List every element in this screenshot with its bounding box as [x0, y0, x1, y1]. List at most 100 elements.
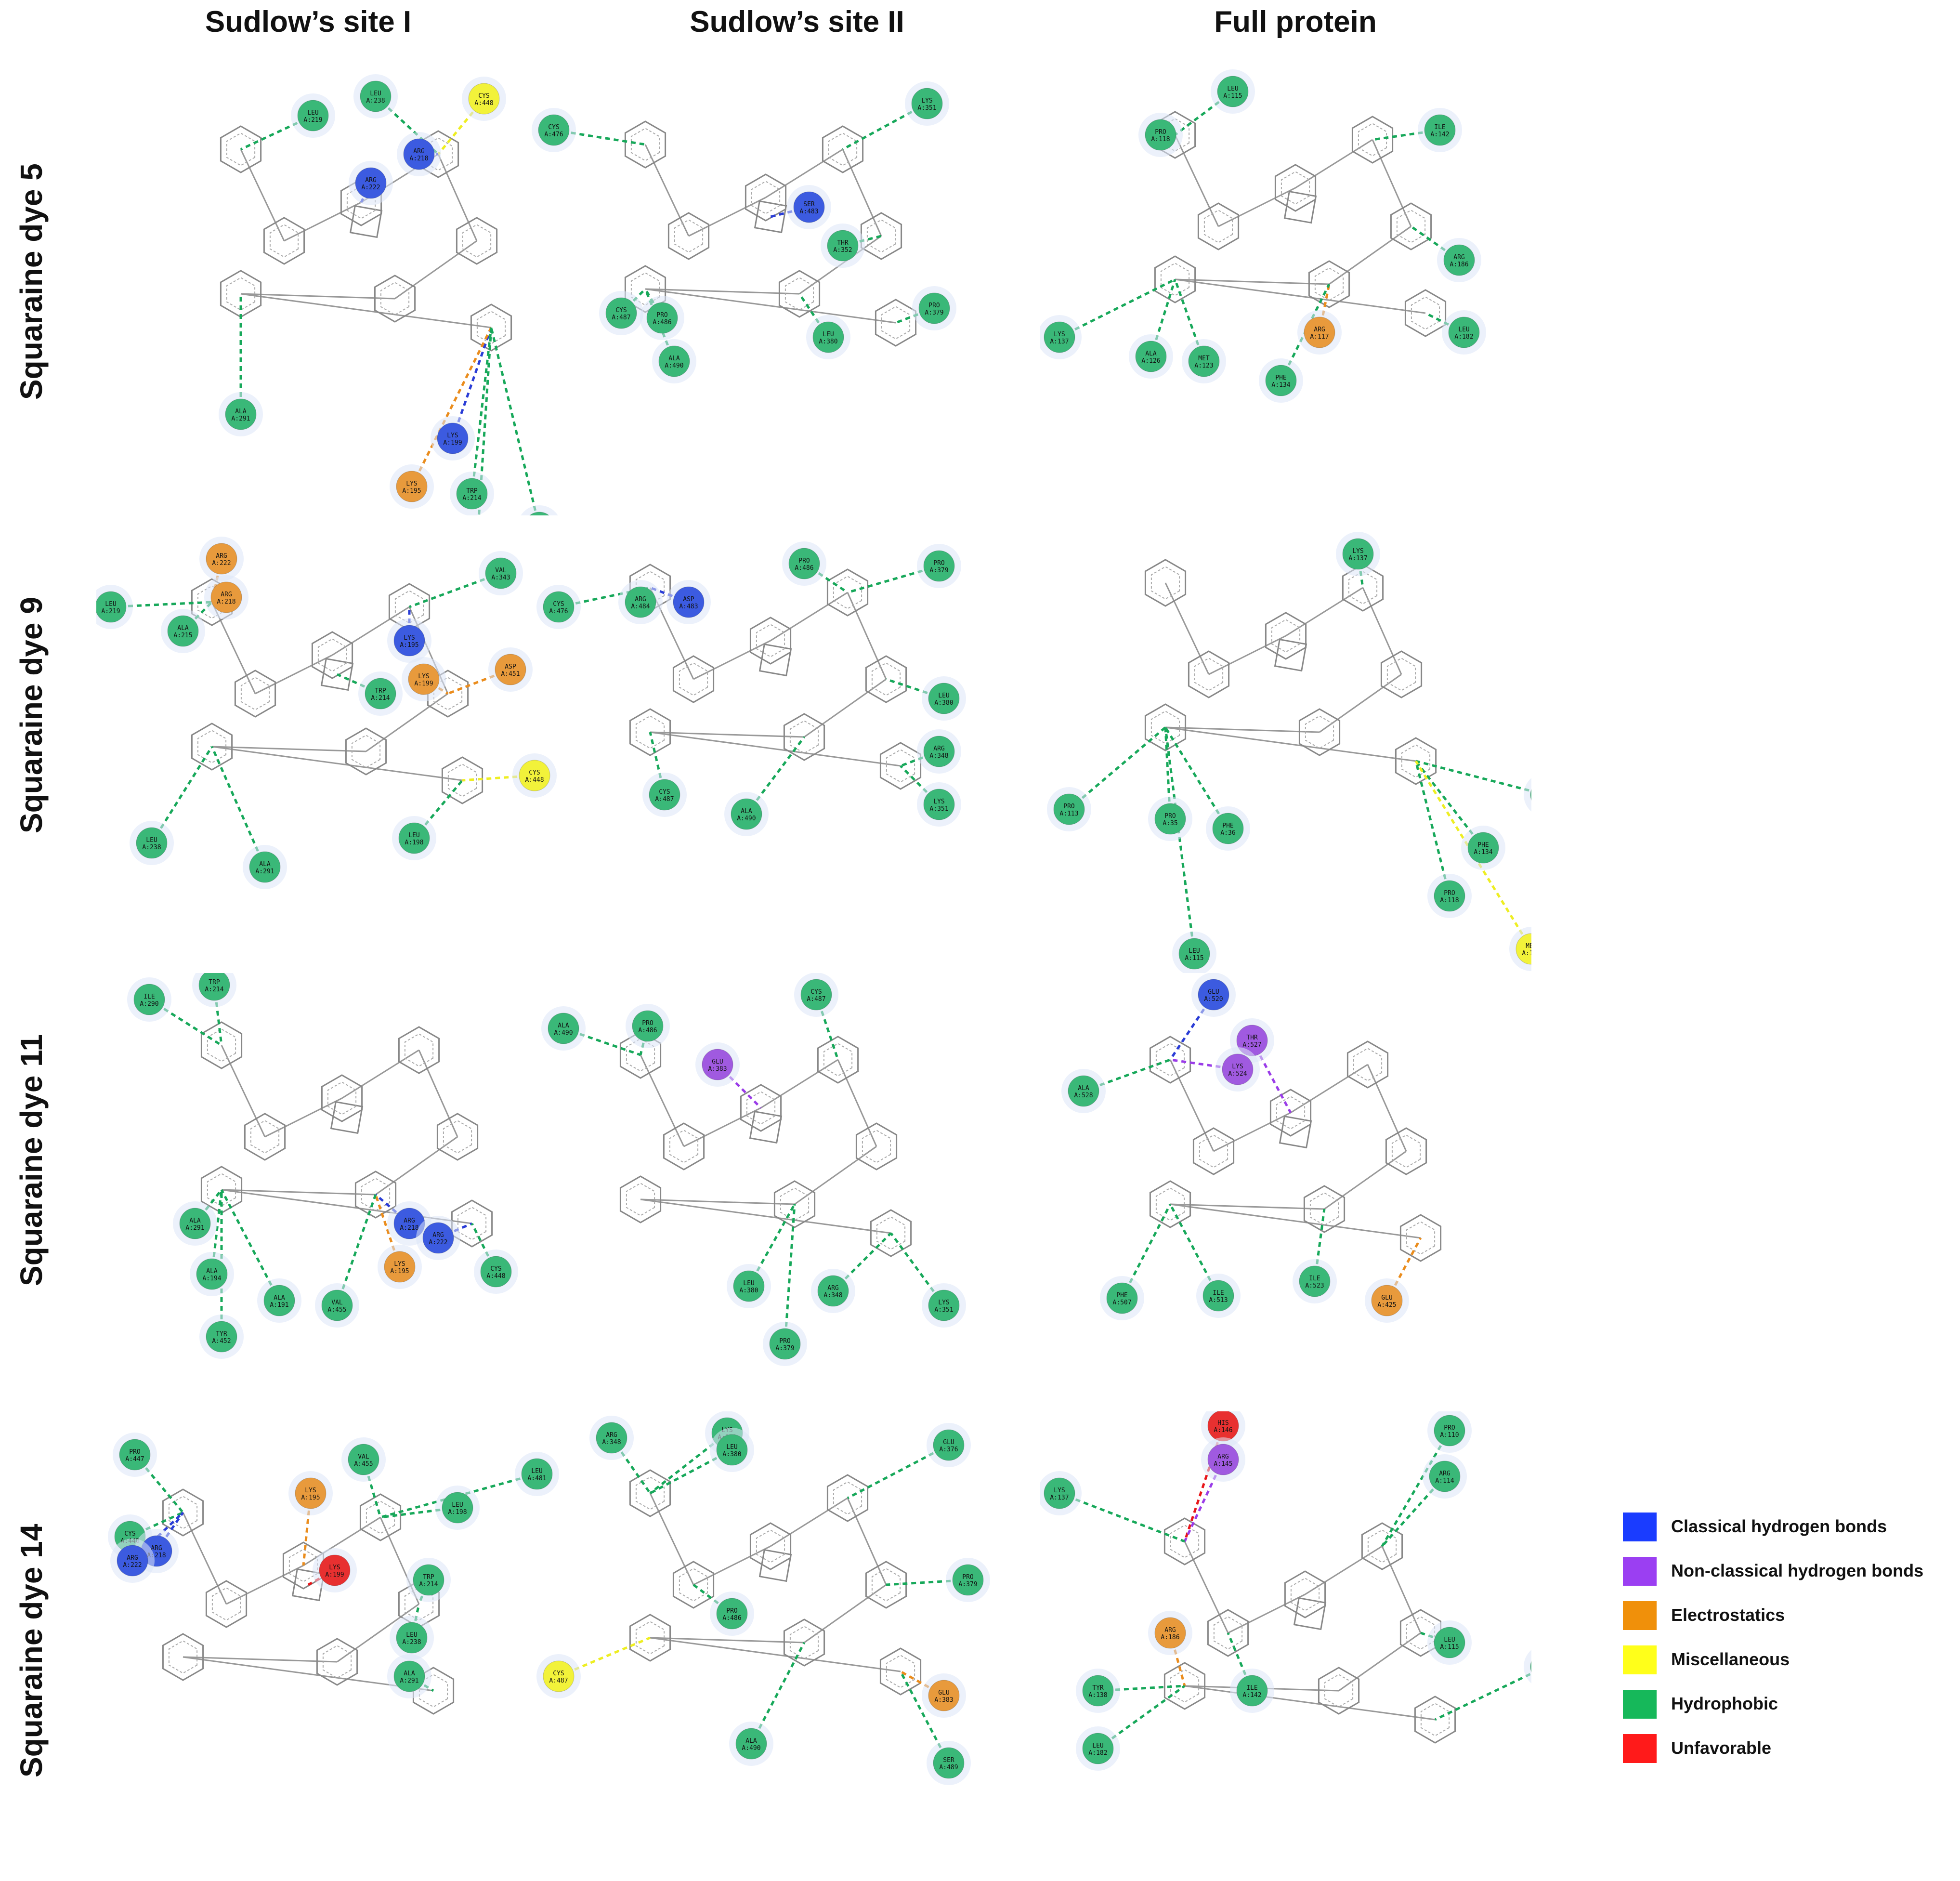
ligand-ring: [1197, 202, 1240, 250]
residue-disc: [543, 1660, 575, 1692]
residue-number: A:455: [354, 1460, 373, 1468]
residue-name: PRO: [798, 557, 810, 565]
residue-name: MET: [1526, 943, 1531, 950]
residue-disc: [360, 80, 392, 112]
interaction-line: [847, 565, 940, 594]
residue-disc: [735, 1728, 767, 1760]
residue-number: A:376: [939, 1446, 958, 1453]
interaction-line: [1164, 727, 1196, 954]
residue-disc: [605, 297, 637, 329]
residue-name: ARG: [1453, 254, 1465, 261]
residue-number: A:199: [325, 1571, 344, 1578]
ligand-ring: [263, 217, 305, 265]
residue-name: CYS: [478, 92, 489, 100]
interaction-panel-svg: LEUA:238LEUA:219CYSA:448ARGA:218ARGA:222…: [219, 74, 558, 515]
residue-number: A:138: [1088, 1692, 1107, 1699]
ligand-ring: [436, 1113, 479, 1161]
residue-number: A:199: [414, 680, 433, 687]
residue-number: A:490: [665, 362, 683, 369]
residue-number: A:291: [185, 1224, 204, 1232]
ligand-ring: [783, 713, 825, 761]
residue-name: LYS: [447, 432, 458, 439]
residue-name: LYS: [938, 1299, 949, 1306]
squaraine-core: [758, 1549, 792, 1582]
interaction-line: [375, 1194, 410, 1224]
ligand-ring: [1351, 116, 1394, 164]
residue-disc: [928, 1289, 960, 1321]
residue-disc: [442, 1492, 473, 1524]
residue-disc: [529, 512, 549, 515]
residue-name: ARG: [827, 1285, 839, 1292]
residue-disc: [1145, 119, 1176, 151]
residue-disc: [1044, 321, 1075, 353]
residue-number: A:195: [400, 642, 418, 649]
residue-disc: [731, 798, 762, 830]
ligand-ring: [1399, 1609, 1442, 1657]
residue-name: LEU: [1227, 85, 1238, 92]
residue-number: A:481: [527, 1475, 546, 1482]
residue-name: CYS: [553, 601, 564, 608]
residue-disc: [769, 1328, 801, 1360]
ligand-ring: [1346, 1040, 1389, 1089]
residue-number: A:118: [1440, 897, 1459, 904]
interaction-line: [155, 1512, 184, 1552]
residue-disc: [1304, 316, 1335, 348]
residue-disc: [519, 760, 550, 791]
ligand-ring: [740, 1084, 782, 1132]
residue-disc: [817, 1275, 849, 1307]
residue-disc: [1082, 1675, 1114, 1707]
ligand-ring: [244, 1113, 286, 1161]
residue-disc: [413, 1564, 444, 1596]
residue-nodes: LEUA:115ILEA:142PROA:118ARGA:186LYSA:137…: [1040, 69, 1486, 403]
residue-number: A:142: [1242, 1692, 1261, 1699]
residue-name: PRO: [779, 1338, 791, 1345]
residue-disc: [1222, 1053, 1254, 1085]
legend-swatch-classical: [1623, 1513, 1657, 1541]
residue-name: ARG: [413, 148, 425, 155]
interaction-line: [1098, 1684, 1185, 1692]
residue-name: ARG: [432, 1232, 444, 1239]
residue-disc: [1299, 1265, 1331, 1297]
squaraine-core: [349, 205, 383, 238]
residue-name: TRP: [209, 979, 220, 986]
legend-swatch-miscellaneous: [1623, 1645, 1657, 1674]
residue-disc: [96, 591, 127, 623]
residue-disc: [1434, 1627, 1465, 1658]
ligand-ring: [749, 1522, 792, 1570]
ligand-ring: [672, 1561, 715, 1609]
residue-number: A:142: [1430, 131, 1449, 138]
residue-disc: [538, 114, 570, 146]
residue-name: PHE: [1477, 842, 1489, 849]
interaction-panel: LYSA:137ALAA:126PROA:113PROA:35PHEA:36PH…: [1040, 520, 1531, 973]
residue-number: A:513: [1209, 1297, 1228, 1304]
residue-disc: [1135, 341, 1167, 372]
interaction-line: [784, 1204, 796, 1344]
residue-disc: [933, 1429, 965, 1461]
column-header-site-1: Sudlow’s site I: [205, 5, 412, 39]
residue-name: GLU: [1208, 988, 1219, 996]
residue-name: ALA: [1145, 350, 1157, 357]
ligand-bonds: [640, 1054, 891, 1234]
residue-number: A:351: [917, 105, 936, 112]
